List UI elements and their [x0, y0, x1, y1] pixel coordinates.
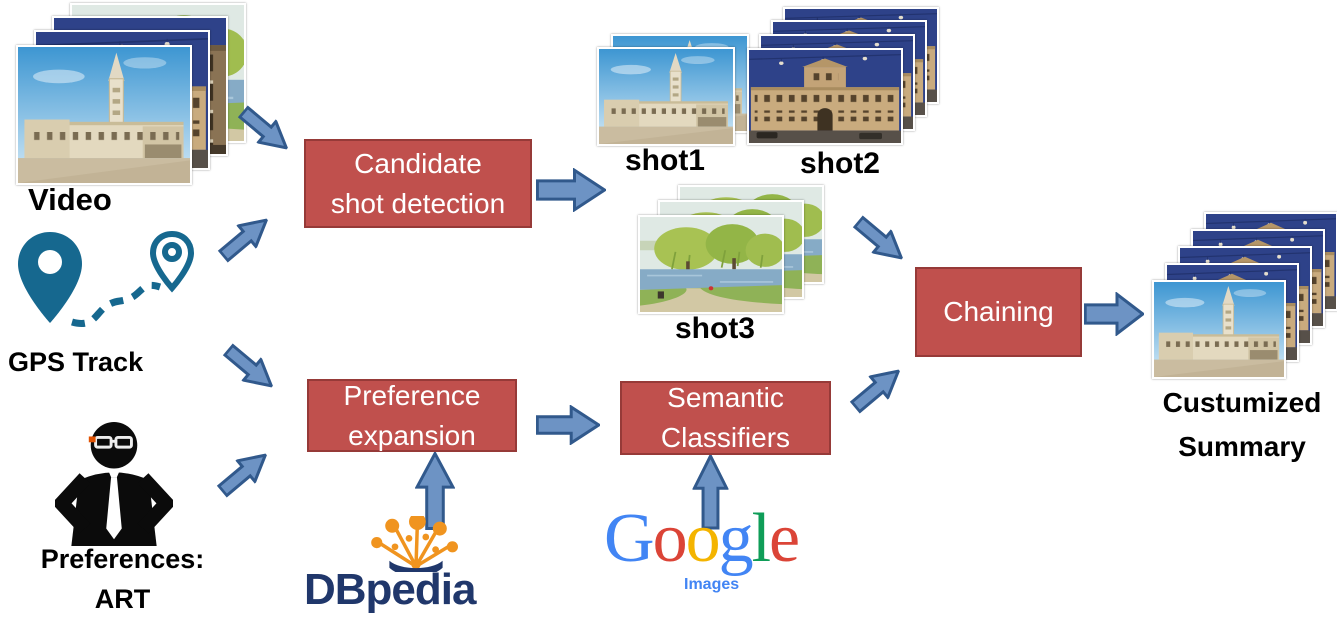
arrow-preferences-to-preference: [212, 443, 276, 503]
video-frame-1: [16, 45, 192, 185]
gps-track-label: GPS Track: [8, 347, 144, 377]
arrow-preference-to-semantic: [536, 405, 600, 445]
arrow-semantic-to-chaining: [845, 359, 909, 419]
gps-pin-filled-icon: [18, 232, 82, 323]
box-line: Candidate: [354, 147, 482, 179]
shot3-label: shot3: [674, 312, 755, 345]
shot2-frame-1: [747, 48, 903, 145]
box-line: Chaining: [943, 296, 1054, 328]
arrow-video-to-candidate: [233, 100, 297, 160]
shot2-label: shot2: [799, 147, 880, 180]
summary-frame-1: [1152, 280, 1286, 379]
arrow-dbpedia-to-preference: [415, 452, 455, 530]
glasses-camera-dot: [88, 436, 96, 443]
google-wordmark: Google: [604, 504, 844, 574]
preferences-label-line2: ART: [94, 584, 151, 614]
arrow-shots-to-chaining: [848, 210, 912, 270]
gps-route-path: [71, 282, 162, 327]
dbpedia-wordmark: DBpedia: [304, 565, 476, 614]
dbpedia-mark-icon: [371, 516, 458, 572]
box-line: Classifiers: [660, 422, 791, 453]
summary-label-line2: Summary: [1178, 431, 1306, 462]
preference-expansion-box: Preference expansion: [307, 379, 517, 452]
arrow-gps-to-candidate: [213, 208, 277, 268]
box-line: shot detection: [330, 187, 506, 219]
google-images-subtext: Images: [684, 576, 740, 593]
box-line: Semantic: [667, 382, 784, 414]
preferences-label-line1: Preferences:: [40, 544, 205, 574]
arrow-google-to-semantic: [693, 455, 729, 530]
video-label: Video: [28, 182, 112, 217]
user-preferences-icon: [55, 421, 173, 546]
google-letter: e: [769, 500, 800, 577]
preferences-label: Preferences: ART: [10, 544, 235, 615]
google-images-logo: Google Images: [604, 504, 844, 604]
chaining-box: Chaining: [915, 267, 1082, 357]
tie-icon: [108, 470, 120, 478]
google-letter: l: [751, 500, 772, 577]
candidate-shot-detection-box: Candidate shot detection: [304, 139, 532, 228]
google-letter: o: [652, 500, 688, 577]
summary-label: Custumized Summary: [1148, 387, 1336, 463]
shot1-frame-1: [597, 47, 735, 146]
arrow-gps-to-preference: [218, 338, 282, 398]
shot1-label: shot1: [624, 144, 705, 177]
gps-track-icon: [18, 230, 195, 327]
arrow-candidate-to-shots: [536, 168, 606, 212]
box-line: Preference: [343, 379, 481, 411]
summary-label-line1: Custumized: [1162, 387, 1322, 418]
shot3-frame-1: [638, 215, 784, 314]
google-letter: o: [685, 500, 721, 577]
arrow-chaining-to-summary: [1084, 292, 1144, 336]
box-line: expansion: [348, 419, 476, 451]
google-letter: g: [718, 500, 754, 577]
semantic-classifiers-box: Semantic Classifiers: [620, 381, 831, 455]
google-letter: G: [604, 500, 655, 577]
